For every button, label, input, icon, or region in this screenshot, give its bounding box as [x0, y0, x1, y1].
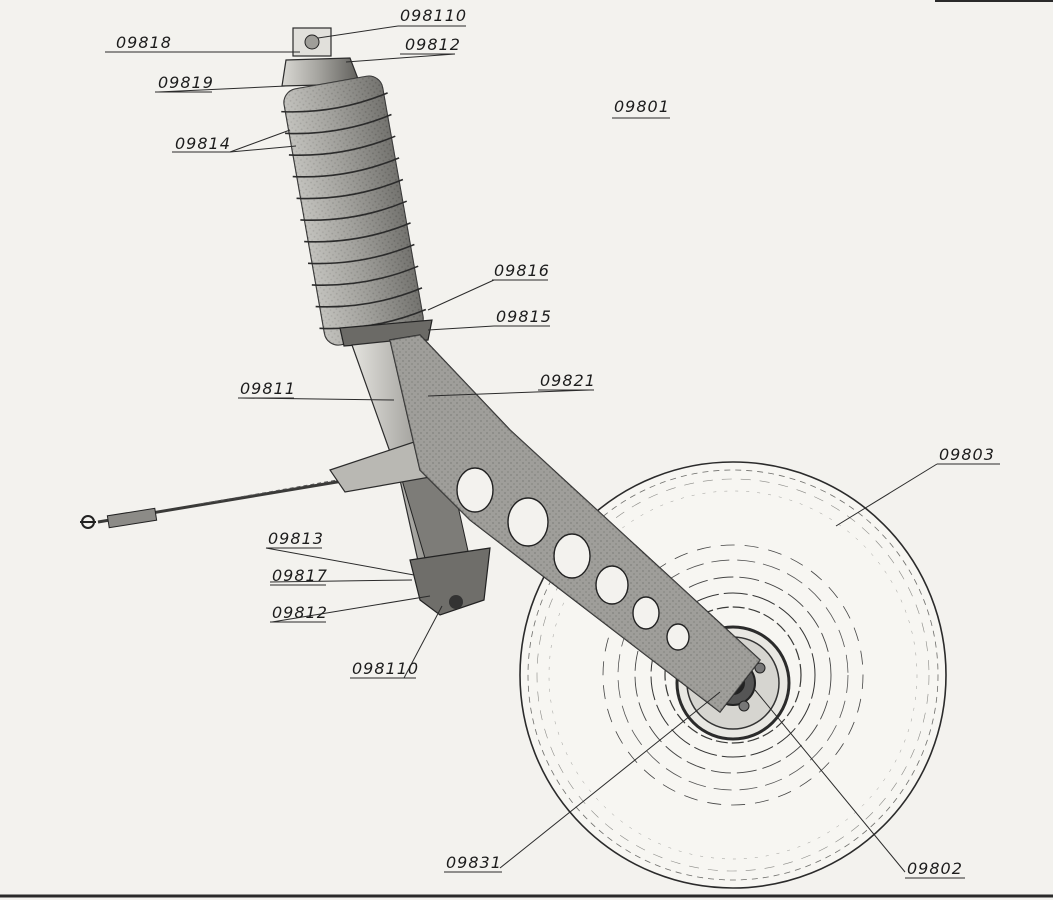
- label-09821: 09821: [540, 371, 596, 390]
- label-09815: 09815: [496, 307, 552, 326]
- wheel-arm: [389, 334, 761, 713]
- label-09803: 09803: [939, 445, 995, 464]
- label-09817: 09817: [272, 566, 328, 585]
- label-098110-bottom: 098110: [352, 659, 420, 678]
- label-09831: 09831: [446, 853, 502, 872]
- label-09816: 09816: [494, 261, 550, 280]
- label-098110-top: 098110: [400, 6, 468, 25]
- shock-bellows: [281, 75, 427, 346]
- label-09818: 09818: [116, 33, 172, 52]
- label-09814: 09814: [175, 134, 231, 153]
- label-09819: 09819: [158, 73, 214, 92]
- label-underlines: [105, 25, 1000, 879]
- label-09812-bottom: 09812: [272, 603, 328, 622]
- label-09811: 09811: [240, 379, 296, 398]
- label-09812-top: 09812: [405, 35, 461, 54]
- title-code: 09801: [614, 97, 670, 116]
- shock-top-fitting: [281, 27, 361, 87]
- label-09802: 09802: [907, 859, 963, 878]
- label-09813: 09813: [268, 529, 324, 548]
